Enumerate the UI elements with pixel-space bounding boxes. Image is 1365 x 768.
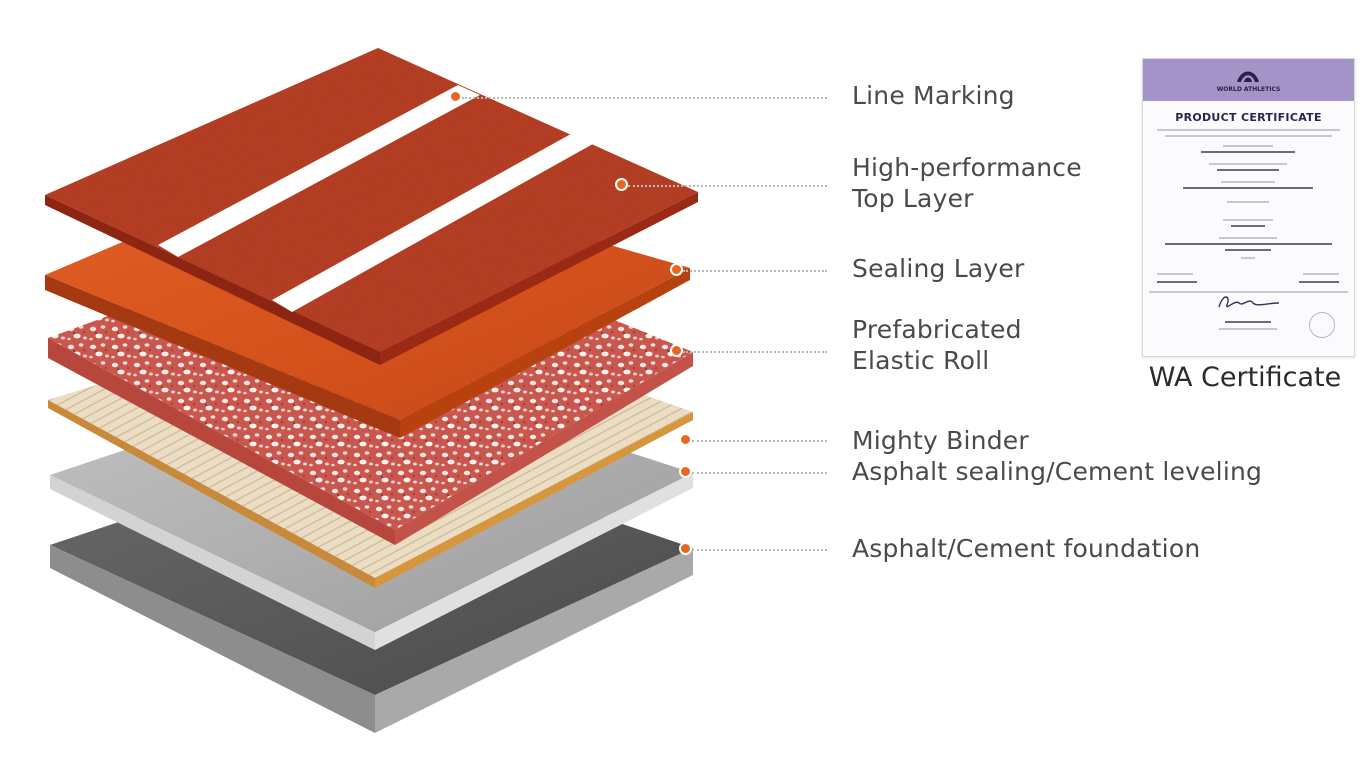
marker-dot [679,433,692,446]
certificate-text-line [1219,328,1277,330]
leader-line [462,97,827,99]
label-top-layer: High-performance Top Layer [852,153,1082,213]
label-foundation: Asphalt/Cement foundation [852,534,1201,563]
marker-dot [615,178,628,191]
certificate-text-line [1157,273,1193,275]
label-mighty-binder: Mighty Binder [852,426,1029,455]
leader-line [692,549,827,551]
label-line-marking: Line Marking [852,81,1015,110]
marker-dot [449,90,462,103]
signature-icon [1218,296,1280,308]
certificate-text-line [1157,281,1197,283]
label-sealing-layer: Sealing Layer [852,254,1025,283]
certificate-image: WORLD ATHLETICS PRODUCT CERTIFICATE [1142,58,1355,357]
certificate-text-line [1165,135,1332,137]
label-asphalt-sealing: Asphalt sealing/Cement leveling [852,457,1263,486]
leader-line [692,440,827,442]
certificate-text-line [1299,281,1339,283]
marker-dot [679,465,692,478]
certificate-org-mark: WORLD ATHLETICS [1216,86,1281,93]
certificate-text-line [1227,201,1269,203]
leader-line [692,472,827,474]
line-marking-stripe [158,85,480,257]
world-athletics-logo-icon [1237,71,1259,82]
certificate-text-line [1241,257,1255,259]
certificate-title: PRODUCT CERTIFICATE [1175,111,1322,124]
label-elastic-roll: Prefabricated Elastic Roll [852,315,1022,375]
certificate-text-line [1225,249,1271,251]
leader-line [683,270,827,272]
certificate-caption: WA Certificate [1148,362,1342,393]
top-layer-slab [45,48,698,365]
certificate-text-line [1209,163,1287,165]
certificate-text-line [1219,237,1277,239]
marker-dot [679,542,692,555]
certificate-text-line [1303,273,1339,275]
certificate-text-line [1221,181,1275,183]
certificate-text-line [1217,169,1279,171]
certificate-text-line [1231,225,1265,227]
certificate-text-line [1225,321,1271,323]
line-marking-stripe [272,130,600,312]
certificate-text-line [1223,145,1273,147]
certificate-text-line [1201,151,1295,153]
marker-dot [670,263,683,276]
certificate-text-line [1183,187,1313,189]
certificate-text-line [1165,243,1332,245]
certificate-text-line [1223,219,1273,221]
certificate-text-line [1149,291,1348,293]
certificate-text-line [1157,129,1340,131]
certificate-header-band: WORLD ATHLETICS [1143,59,1354,101]
leader-line [628,185,827,187]
leader-line [683,351,827,353]
marker-dot [670,344,683,357]
certificate-seal-icon [1309,312,1335,338]
